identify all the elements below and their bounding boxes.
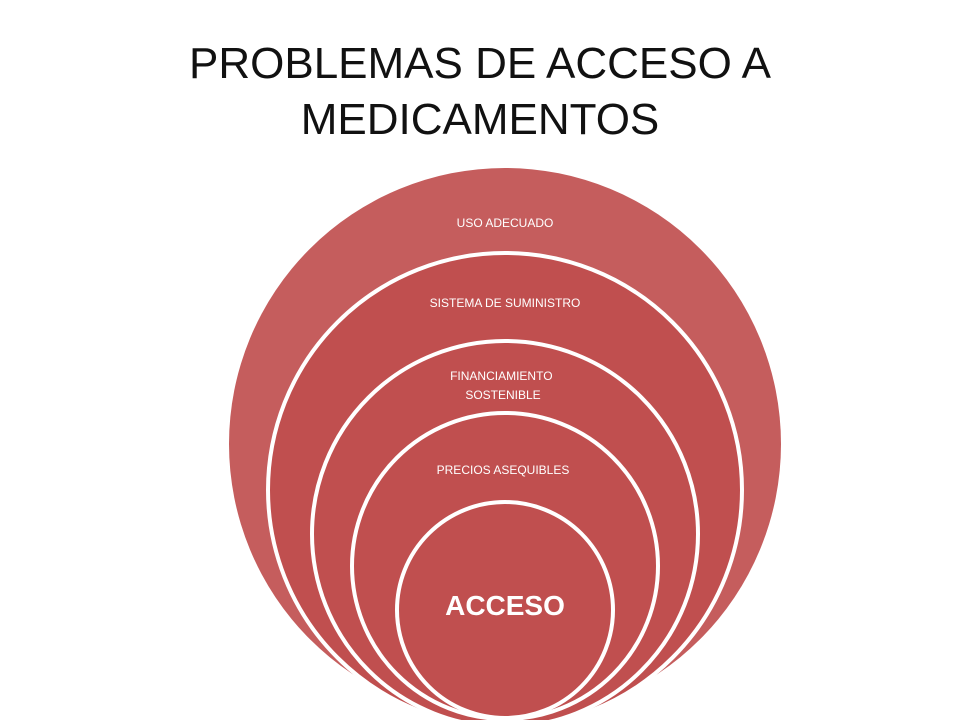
label-acceso: ACCESO: [445, 590, 565, 621]
circle-acceso: [395, 500, 615, 720]
label-financiamiento-sostenible-line-2: SOSTENIBLE: [465, 388, 540, 402]
label-sistema-de-suministro-line-1: SISTEMA DE SUMINISTRO: [430, 296, 581, 310]
label-financiamiento-sostenible-line-1: FINANCIAMIENTO: [450, 369, 552, 383]
label-uso-adecuado: USO ADECUADO: [457, 216, 554, 230]
label-sistema-de-suministro: SISTEMA DE SUMINISTRO: [430, 296, 581, 310]
slide-title-line-1: PROBLEMAS DE ACCESO A: [189, 39, 771, 88]
slide-title-line-2: MEDICAMENTOS: [300, 95, 660, 144]
label-precios-asequibles: PRECIOS ASEQUIBLES: [437, 463, 570, 477]
label-precios-asequibles-line-1: PRECIOS ASEQUIBLES: [437, 463, 570, 477]
label-acceso-line-1: ACCESO: [445, 590, 565, 621]
slide-title: PROBLEMAS DE ACCESO A MEDICAMENTOS: [0, 36, 960, 148]
label-financiamiento-sostenible: FINANCIAMIENTO SOSTENIBLE: [450, 369, 556, 402]
label-uso-adecuado-line-1: USO ADECUADO: [457, 216, 554, 230]
